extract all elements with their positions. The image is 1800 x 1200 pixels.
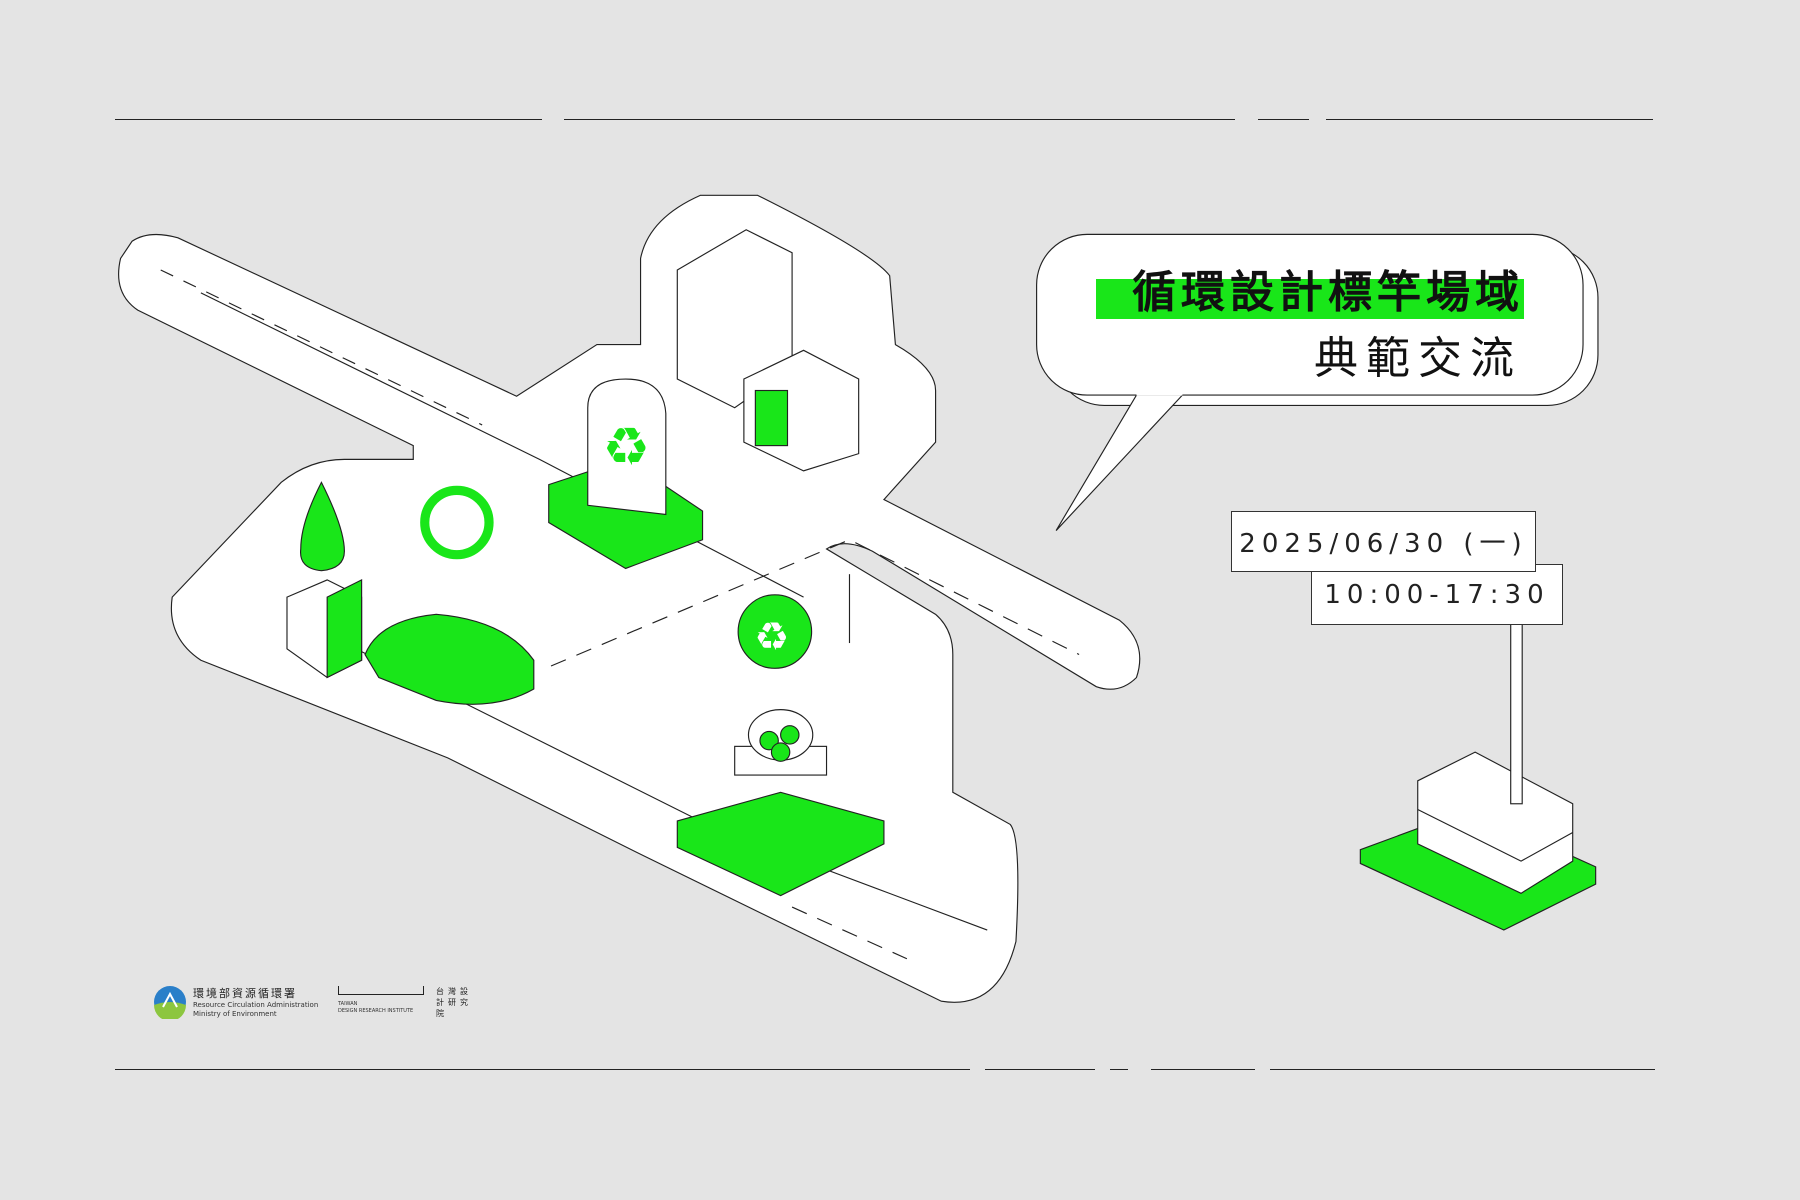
event-title: 循環設計標竿場域: [1132, 267, 1524, 318]
recycle-sign: [587, 378, 667, 516]
table-platform: [676, 791, 885, 897]
moenv-name-zh: 環境部資源循環署: [193, 987, 297, 1000]
road-map-outline: [118, 194, 1141, 1003]
bottom-rule: [1270, 1069, 1655, 1070]
title-highlight: [1096, 279, 1524, 319]
tdri-name-en-2: DESIGN RESEARCH INSTITUTE: [338, 1008, 414, 1014]
bottom-rule: [1151, 1069, 1255, 1070]
svg-text:♻: ♻: [754, 615, 789, 660]
top-rule: [1326, 119, 1653, 120]
moenv-name-en-1: Resource Circulation Administration: [193, 1001, 319, 1009]
car: [364, 613, 535, 705]
time-sign: 10:00-17:30: [1311, 564, 1563, 625]
svg-text:♻: ♻: [603, 417, 650, 478]
moenv-name-en-2: Ministry of Environment: [193, 1010, 277, 1018]
tdri-name-en-1: TAIWAN: [338, 1001, 358, 1007]
top-rule: [115, 119, 542, 120]
date-sign: 2025/06/30 (一): [1231, 511, 1536, 572]
tdri-logo: TAIWAN DESIGN RESEARCH INSTITUTE 台灣設計研究院: [338, 986, 468, 1018]
top-rule: [1258, 119, 1309, 120]
recycle-coin: [737, 594, 813, 669]
bottom-rule: [115, 1069, 970, 1070]
moenv-emblem-icon: [154, 986, 186, 1019]
tdri-name-zh: 台灣設計研究院: [436, 987, 472, 1018]
speech-bubble-tail: [1055, 394, 1184, 531]
moenv-logo: 環境部資源循環署 Resource Circulation Administra…: [153, 985, 318, 1019]
event-subtitle: 典範交流: [1314, 333, 1522, 384]
top-rule: [564, 119, 1235, 120]
bottom-rule: [985, 1069, 1095, 1070]
tdri-mark-icon: [338, 986, 424, 995]
bottom-rule: [1110, 1069, 1128, 1070]
